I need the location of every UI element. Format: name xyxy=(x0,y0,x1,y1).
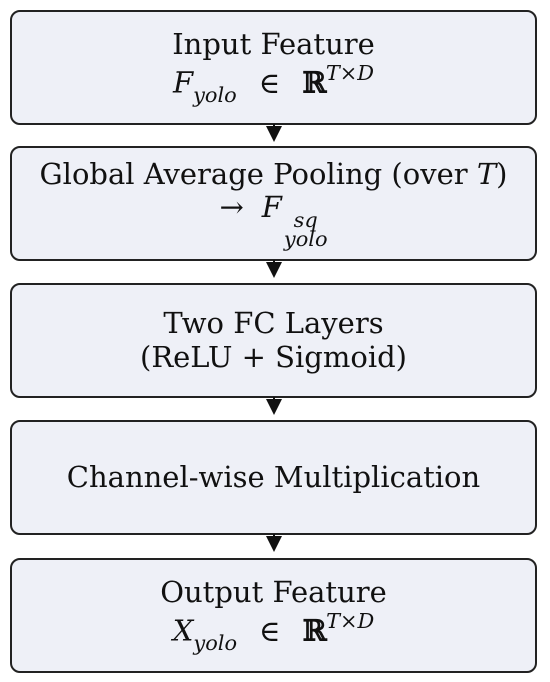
input-feature-relation: ∈ xyxy=(258,65,281,100)
output-feature-variable: X xyxy=(172,613,194,648)
global-average-pooling-title-text: Global Average Pooling (over xyxy=(39,156,477,191)
fc-layers-box: Two FC Layers (ReLU + Sigmoid) xyxy=(10,283,537,398)
output-feature-subscript: yolo xyxy=(193,631,238,656)
arrow-down-icon xyxy=(266,536,282,552)
input-feature-box: Input Feature Fyolo ∈ ℝT×D xyxy=(10,10,537,125)
fc-layers-title: Two FC Layers xyxy=(163,306,384,341)
arrow-down-icon xyxy=(266,262,282,278)
arrow-down-icon xyxy=(266,126,282,142)
connector-1 xyxy=(273,124,275,126)
channel-wise-multiplication-title: Channel-wise Multiplication xyxy=(66,459,481,494)
pooling-superscript: sq xyxy=(293,208,318,233)
input-feature-variable: F xyxy=(173,65,194,100)
input-feature-title: Input Feature xyxy=(172,26,375,61)
output-feature-space-power: T×D xyxy=(326,609,375,634)
arrow-down-icon xyxy=(266,399,282,415)
connector-2 xyxy=(273,260,275,262)
pooling-subscript: yolo xyxy=(283,227,328,252)
global-average-pooling-title-variable: T xyxy=(476,156,497,191)
output-feature-title: Output Feature xyxy=(160,574,387,609)
output-feature-box: Output Feature Xyolo ∈ ℝT×D xyxy=(10,558,537,673)
fc-layers-subtitle: (ReLU + Sigmoid) xyxy=(140,339,407,374)
input-feature-subscript: yolo xyxy=(193,83,237,108)
output-feature-formula: Xyolo ∈ ℝT×D xyxy=(173,609,375,655)
input-feature-space: ℝ xyxy=(302,65,326,100)
output-feature-relation: ∈ xyxy=(259,613,281,648)
connector-4 xyxy=(273,534,275,536)
global-average-pooling-title: Global Average Pooling (over T) xyxy=(39,156,508,191)
channel-wise-multiplication-box: Channel-wise Multiplication xyxy=(10,420,537,535)
input-feature-formula: Fyolo ∈ ℝT×D xyxy=(173,61,374,107)
input-feature-space-power: T×D xyxy=(325,61,374,86)
pooling-variable: F xyxy=(261,190,282,225)
output-feature-space: ℝ xyxy=(302,613,327,648)
connector-3 xyxy=(273,397,275,399)
right-arrow-icon: → xyxy=(219,190,244,225)
global-average-pooling-title-close: ) xyxy=(496,156,508,191)
